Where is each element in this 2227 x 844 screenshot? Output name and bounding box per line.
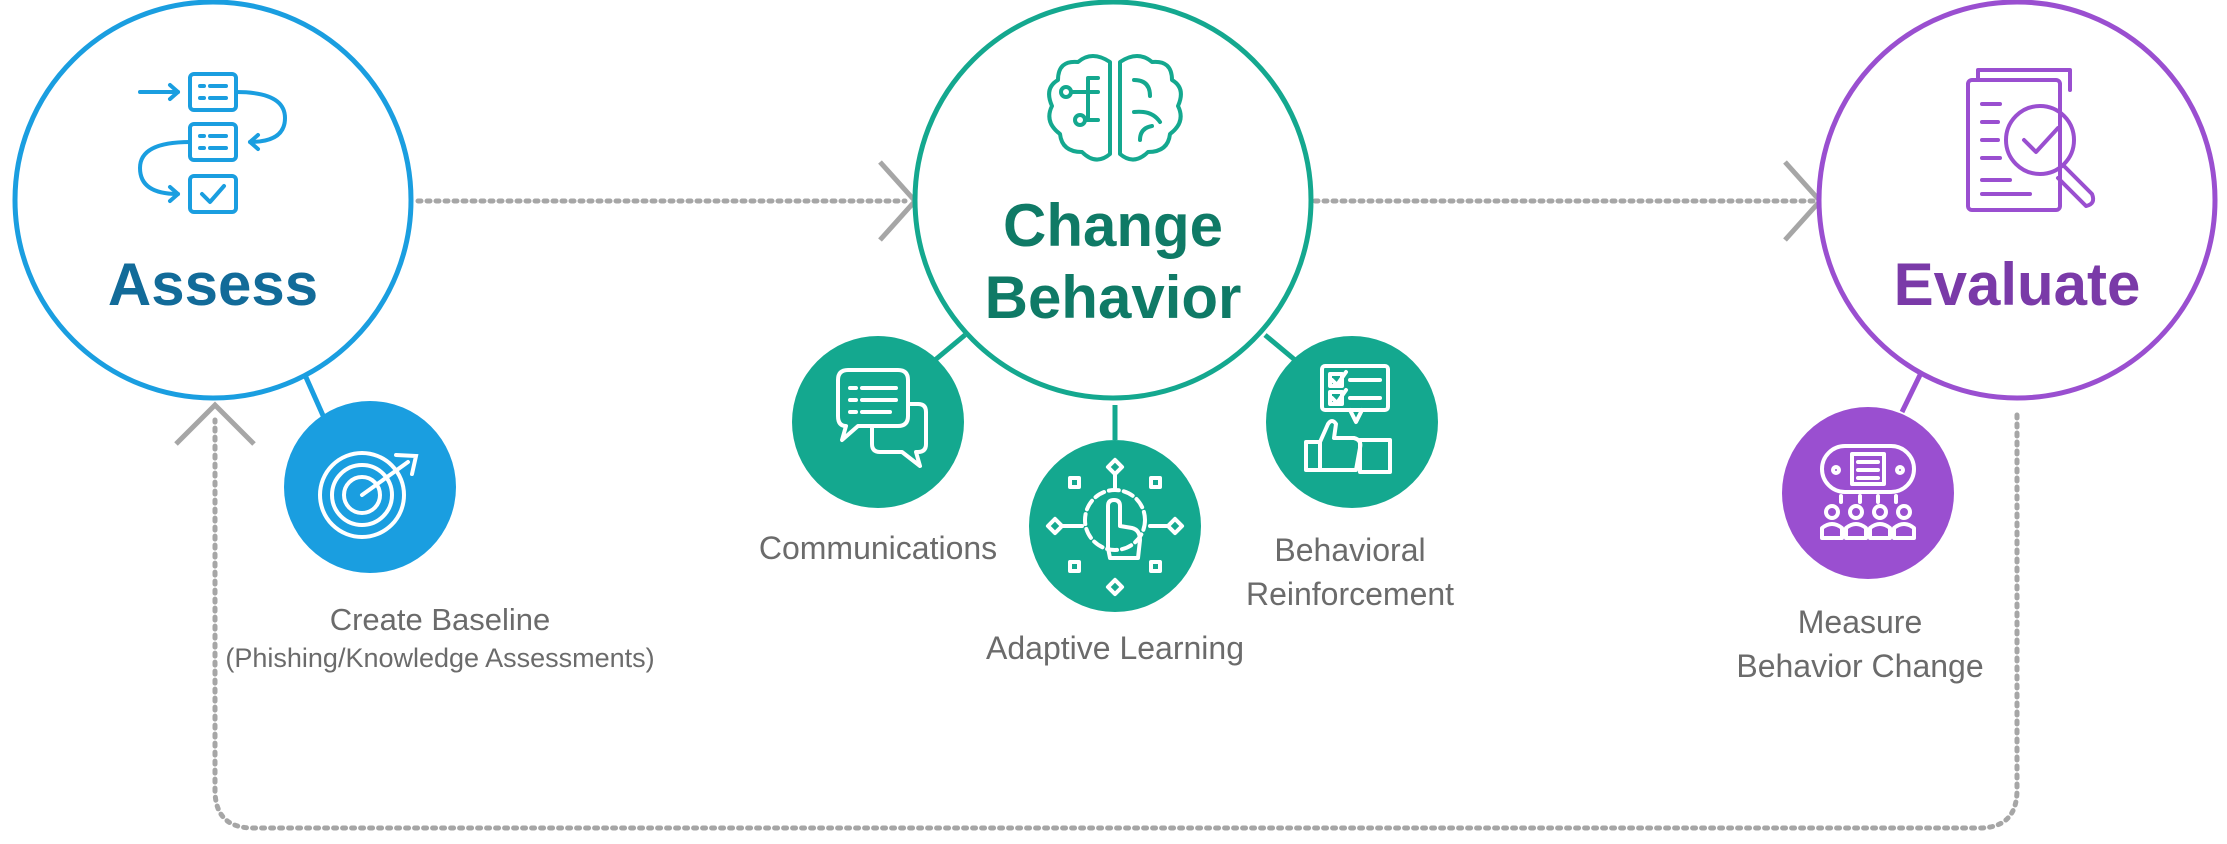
behavioral-reinforcement-label: Behavioral Reinforcement (1200, 528, 1500, 616)
change-behavior-title: Change Behavior (963, 190, 1263, 334)
stem-baseline (302, 373, 328, 422)
arrowhead-to-assess (174, 401, 256, 446)
presentation-audience-icon (1820, 444, 1916, 540)
brain-circuit-icon (1047, 54, 1183, 162)
target-arrow-icon (318, 451, 419, 539)
stem-reinforcement (1263, 333, 1297, 362)
change-title-line1: Change (1002, 192, 1224, 259)
create-baseline-line1: Create Baseline (329, 602, 551, 637)
adaptive-learning-label: Adaptive Learning (986, 630, 1244, 666)
measure-line2: Behavior Change (1736, 648, 1984, 684)
reinforcement-circle (1266, 336, 1438, 508)
evaluate-circle (1816, 0, 2218, 401)
connectors (212, 198, 2020, 831)
connector-feedback-loop (212, 412, 2020, 831)
measure-line1: Measure (1797, 604, 1923, 640)
change-behavior-circle (912, 0, 1314, 401)
adaptive-learning-circle (1029, 440, 1201, 612)
reinforcement-line2: Reinforcement (1245, 576, 1455, 612)
evaluate-title: Evaluate (1893, 251, 2141, 318)
communications-label: Communications (758, 530, 998, 566)
create-baseline-label: Create Baseline (Phishing/Knowledge Asse… (190, 600, 690, 676)
stem-measure (1899, 373, 1923, 414)
document-magnifier-check-icon (1966, 68, 2096, 212)
reinforcement-line1: Behavioral (1274, 532, 1426, 568)
sub-stems (302, 333, 1923, 440)
stem-communications (933, 333, 967, 362)
gear-hand-network-icon (1045, 457, 1185, 597)
change-title-line2: Behavior (984, 264, 1242, 331)
measure-label: Measure Behavior Change (1710, 600, 2010, 688)
create-baseline-line2: (Phishing/Knowledge Assessments) (225, 643, 655, 673)
workflow-checklist-icon (138, 72, 287, 214)
chat-bubbles-icon (836, 368, 928, 468)
communications-circle (792, 336, 964, 508)
assess-title: Assess (107, 251, 319, 318)
thumbs-up-checklist-icon (1304, 364, 1392, 474)
